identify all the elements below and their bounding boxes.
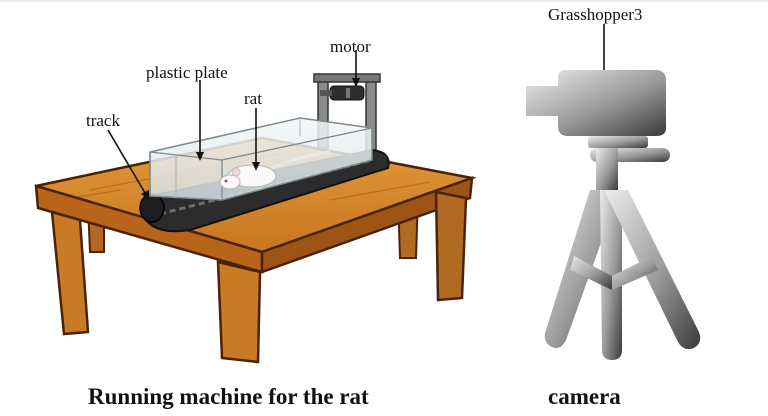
white-rat-icon xyxy=(219,150,331,190)
running-machine-caption: Running machine for the rat xyxy=(88,384,369,409)
table-leg-front-left xyxy=(50,210,90,336)
motor-arrowhead xyxy=(352,78,360,87)
table-apron-side xyxy=(260,176,474,274)
plastic-plate-label: plastic plate xyxy=(146,63,228,82)
track-label: track xyxy=(86,111,120,130)
motor-label: motor xyxy=(330,37,371,56)
track-arrowhead xyxy=(141,190,149,200)
plastic-plate-box xyxy=(149,117,373,201)
plastic-plate-arrowhead xyxy=(196,152,204,161)
camera-model-label: Grasshopper3 xyxy=(548,5,642,24)
motor-icon xyxy=(320,85,365,101)
table-leg-front-middle xyxy=(216,260,262,364)
rat-label: rat xyxy=(244,89,262,108)
rat-arrowhead xyxy=(252,162,260,171)
table-leg-front-right xyxy=(434,190,468,302)
track-leader xyxy=(107,129,149,199)
camera-caption: camera xyxy=(548,384,621,409)
running-machine xyxy=(139,73,390,233)
camera-on-tripod-icon xyxy=(526,70,701,360)
motor-crossbar xyxy=(313,73,381,83)
roller-front xyxy=(139,193,165,223)
